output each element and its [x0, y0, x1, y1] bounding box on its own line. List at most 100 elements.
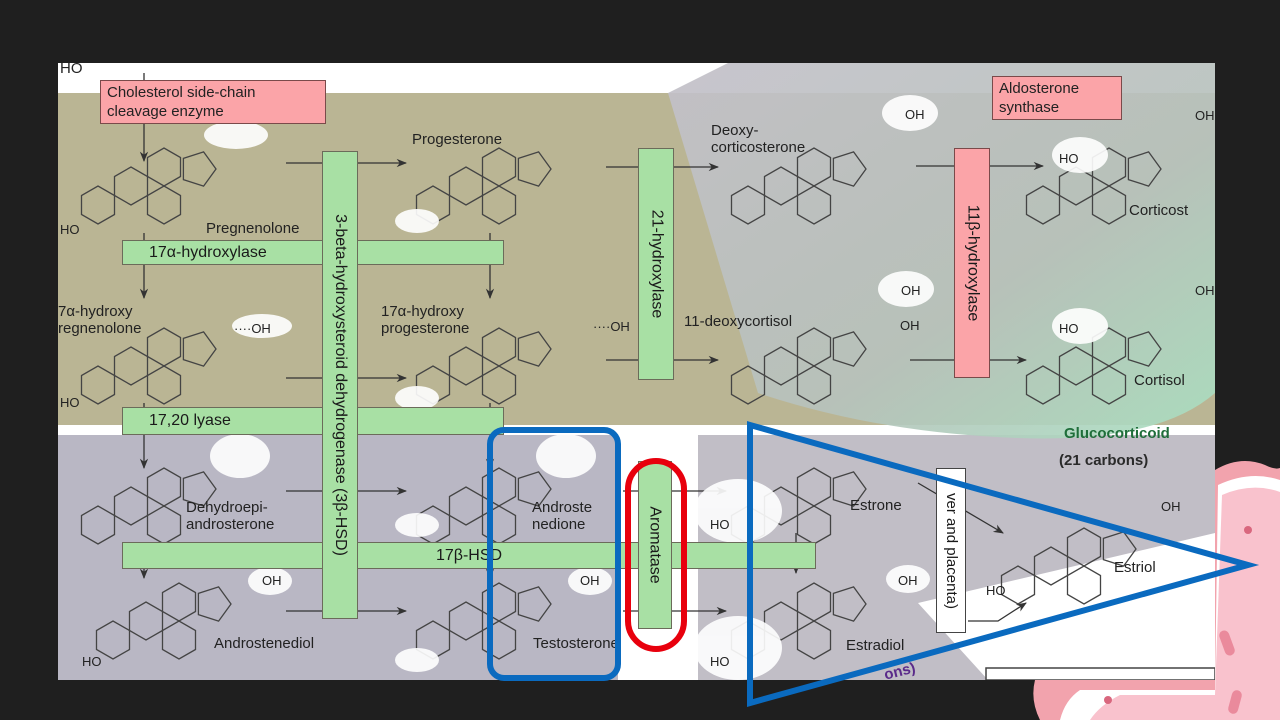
atom-alpha-oh: ····OH — [593, 319, 630, 334]
molecule-17a-hydroxypregnenolone: 7α-hydroxy regnenolone — [58, 303, 141, 337]
enzyme-aldosterone-synthase: Aldosterone synthase — [992, 76, 1122, 120]
atom-oh: OH — [1161, 499, 1181, 514]
molecule-label-line1: 7α-hydroxy — [58, 303, 133, 320]
molecule-corticosterone: Corticost — [1129, 202, 1189, 219]
molecule-label-line2: regnenolone — [58, 320, 142, 337]
molecule-ring — [481, 620, 517, 660]
molecule-ring — [481, 185, 517, 225]
functional-group-highlight — [395, 648, 439, 672]
molecule-label-line1: Androste — [532, 499, 593, 516]
molecule-ring — [832, 151, 867, 187]
molecule-label-line1: 17α-hydroxy — [381, 303, 464, 320]
molecule-label-line2: nedione — [532, 516, 586, 533]
molecule-ring — [832, 471, 867, 507]
functional-group-highlight — [395, 386, 439, 410]
enzyme-3b-hsd: 3-beta-hydroxysteroid dehydrogenase (3β-… — [322, 151, 358, 619]
enzyme-label-line2: synthase — [999, 99, 1060, 116]
functional-group-highlight — [536, 434, 596, 478]
enzyme-17a-hydroxylase: 17α-hydroxylase — [122, 240, 504, 265]
group-label-glucocorticoids: Glucocorticoid — [1064, 425, 1170, 442]
molecule-ring — [161, 620, 197, 660]
functional-group-highlight — [568, 567, 612, 595]
molecule-cortisol: Cortisol — [1134, 372, 1185, 389]
enzyme-liver-and-placenta: ver and placenta) — [936, 468, 966, 633]
molecule-ring — [796, 185, 832, 225]
molecule-ring — [146, 185, 182, 225]
atom-alpha-oh: ····OH — [234, 321, 271, 336]
arrow — [968, 602, 1027, 622]
molecule-androstenedione: Androste nedione — [532, 499, 592, 533]
molecule-label-line1: Dehydroepi- — [186, 499, 268, 516]
atom-oh: OH — [905, 107, 925, 122]
molecule-label-line2: androsterone — [186, 516, 275, 533]
atom-ho: HO — [1059, 151, 1079, 166]
molecule-deoxycorticosterone: Deoxy- corticosterone — [711, 122, 805, 156]
functional-group-highlight — [694, 616, 782, 680]
functional-group-highlight — [232, 314, 292, 338]
functional-group-highlight — [395, 209, 439, 233]
molecule-label-line2: progesterone — [381, 320, 470, 337]
molecule-ring — [146, 365, 182, 405]
molecule-ring — [182, 331, 217, 367]
molecule-androstenediol: Androstenediol — [214, 635, 315, 652]
functional-group-highlight — [1052, 308, 1108, 344]
atom-oh: OH — [898, 573, 918, 588]
molecule-ring — [197, 586, 232, 622]
enzyme-cholesterol-side-chain-cleavage: Cholesterol side-chain cleavage enzyme — [100, 80, 326, 124]
molecule-ring — [832, 331, 867, 367]
molecule-ring — [1091, 185, 1127, 225]
molecule-ring — [481, 365, 517, 405]
functional-group-highlight — [1052, 137, 1108, 173]
functional-group-highlight — [886, 565, 930, 593]
molecule-ring — [796, 620, 832, 660]
molecule-progesterone: Progesterone — [412, 131, 503, 148]
molecule-ring — [1066, 565, 1102, 605]
enzyme-label: 17α-hydroxylase — [149, 243, 267, 261]
atom-oh: OH — [580, 573, 600, 588]
highlight-triangle-estrogens — [747, 421, 1260, 707]
molecule-ring — [1102, 531, 1137, 567]
highlight-box-androgens — [487, 427, 621, 681]
atom-ho: HO — [60, 222, 80, 237]
molecule-label-line2: corticosterone — [711, 139, 806, 156]
enzyme-17-20-lyase: 17,20 lyase — [122, 407, 504, 435]
enzyme-label: 17β-HSD — [435, 546, 503, 564]
enzyme-21-hydroxylase: 21-hydroxylase — [638, 148, 674, 380]
molecule-ring — [517, 586, 552, 622]
functional-group-highlight — [882, 95, 938, 131]
functional-group-highlight — [878, 271, 934, 307]
molecule-estrone: Estrone — [850, 497, 902, 514]
atom-oh: OH — [900, 318, 920, 333]
molecule-ring — [517, 331, 552, 367]
molecule-ring — [1091, 365, 1127, 405]
enzyme-label-line1: Aldosterone — [999, 80, 1080, 97]
functional-group-highlight — [694, 479, 782, 543]
molecule-label-line1: Deoxy- — [711, 122, 759, 139]
structure-fragment-ho: HO — [60, 63, 83, 77]
enzyme-aromatase: Aromatase — [638, 461, 672, 629]
molecule-pregnenolone: Pregnenolone — [206, 220, 300, 237]
molecule-dhea: Dehydroepi- androsterone — [186, 499, 274, 533]
functional-group-highlight — [204, 121, 268, 149]
atom-ho: HO — [710, 654, 730, 669]
molecule-estriol: Estriol — [1114, 559, 1156, 576]
molecule-ring — [1127, 331, 1162, 367]
molecule-ring — [796, 365, 832, 405]
molecule-ring — [1127, 151, 1162, 187]
atom-ho: HO — [986, 583, 1006, 598]
molecule-testosterone: Testosterone — [533, 635, 619, 652]
molecule-estradiol: Estradiol — [846, 637, 905, 654]
enzyme-label-line1: Cholesterol side-chain — [107, 84, 256, 101]
atom-ho: HO — [60, 395, 80, 410]
highlight-oval-aromatase — [625, 458, 687, 652]
functional-group-highlight — [248, 567, 292, 595]
enzyme-label-line2: cleavage enzyme — [107, 103, 224, 120]
enzyme-label: 17,20 lyase — [149, 412, 231, 429]
atom-oh: OH — [901, 283, 921, 298]
molecule-ring — [832, 586, 867, 622]
atom-ho: HO — [82, 654, 102, 669]
group-label-21-carbons: (21 carbons) — [1059, 452, 1149, 469]
